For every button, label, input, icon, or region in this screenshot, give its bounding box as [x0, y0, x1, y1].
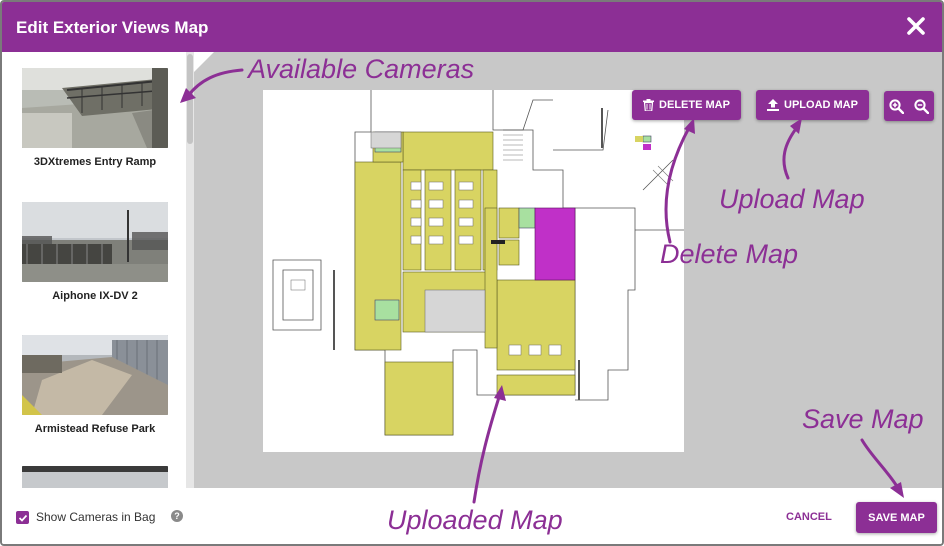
save-map-button[interactable]: SAVE MAP — [856, 502, 937, 533]
annotation-upload-map: Upload Map — [719, 184, 865, 214]
uploaded-map-image — [263, 90, 684, 452]
check-icon — [18, 514, 27, 522]
camera-list-scrollbar[interactable] — [186, 52, 194, 488]
dialog-footer — [2, 488, 942, 544]
cancel-button[interactable]: CANCEL — [786, 511, 832, 523]
help-icon[interactable]: ? — [171, 510, 183, 522]
zoom-out-icon[interactable] — [909, 91, 934, 121]
trash-icon — [643, 99, 655, 111]
dialog-title: Edit Exterior Views Map — [16, 18, 209, 37]
show-cameras-label: Show Cameras in Bag — [36, 510, 156, 524]
zoom-controls — [884, 91, 934, 121]
camera-name: Aiphone IX-DV 2 — [52, 290, 138, 302]
delete-map-button[interactable]: DELETE MAP — [632, 90, 741, 120]
dialog-header: Edit Exterior Views Map — [2, 2, 942, 52]
annotation-save-map: Save Map — [802, 404, 924, 434]
camera-thumbnail — [22, 202, 168, 282]
camera-item[interactable]: Armistead Refuse Park — [22, 335, 168, 435]
annotation-delete-map: Delete Map — [660, 239, 799, 269]
upload-map-button[interactable]: UPLOAD MAP — [756, 90, 869, 120]
close-icon[interactable] — [904, 14, 928, 38]
map-corner — [194, 52, 214, 72]
scrollbar-thumb[interactable] — [187, 54, 193, 144]
camera-thumbnail — [22, 335, 168, 415]
camera-thumbnail — [22, 68, 168, 148]
zoom-in-icon[interactable] — [884, 91, 909, 121]
show-cameras-checkbox[interactable] — [16, 511, 29, 524]
camera-name: Armistead Refuse Park — [34, 423, 156, 435]
annotation-uploaded-map: Uploaded Map — [387, 505, 563, 535]
delete-map-label: DELETE MAP — [659, 99, 730, 111]
camera-list[interactable]: 3DXtremes Entry Ramp — [2, 52, 194, 488]
upload-icon — [767, 99, 780, 111]
camera-item[interactable]: 3DXtremes Entry Ramp — [22, 68, 168, 168]
camera-name: 3DXtremes Entry Ramp — [33, 156, 157, 168]
camera-item[interactable] — [22, 466, 168, 488]
camera-thumbnail — [22, 466, 168, 488]
camera-item[interactable]: Aiphone IX-DV 2 — [22, 202, 168, 302]
annotation-available-cameras: Available Cameras — [248, 54, 475, 84]
upload-map-label: UPLOAD MAP — [784, 99, 858, 111]
map-canvas[interactable] — [194, 52, 942, 488]
